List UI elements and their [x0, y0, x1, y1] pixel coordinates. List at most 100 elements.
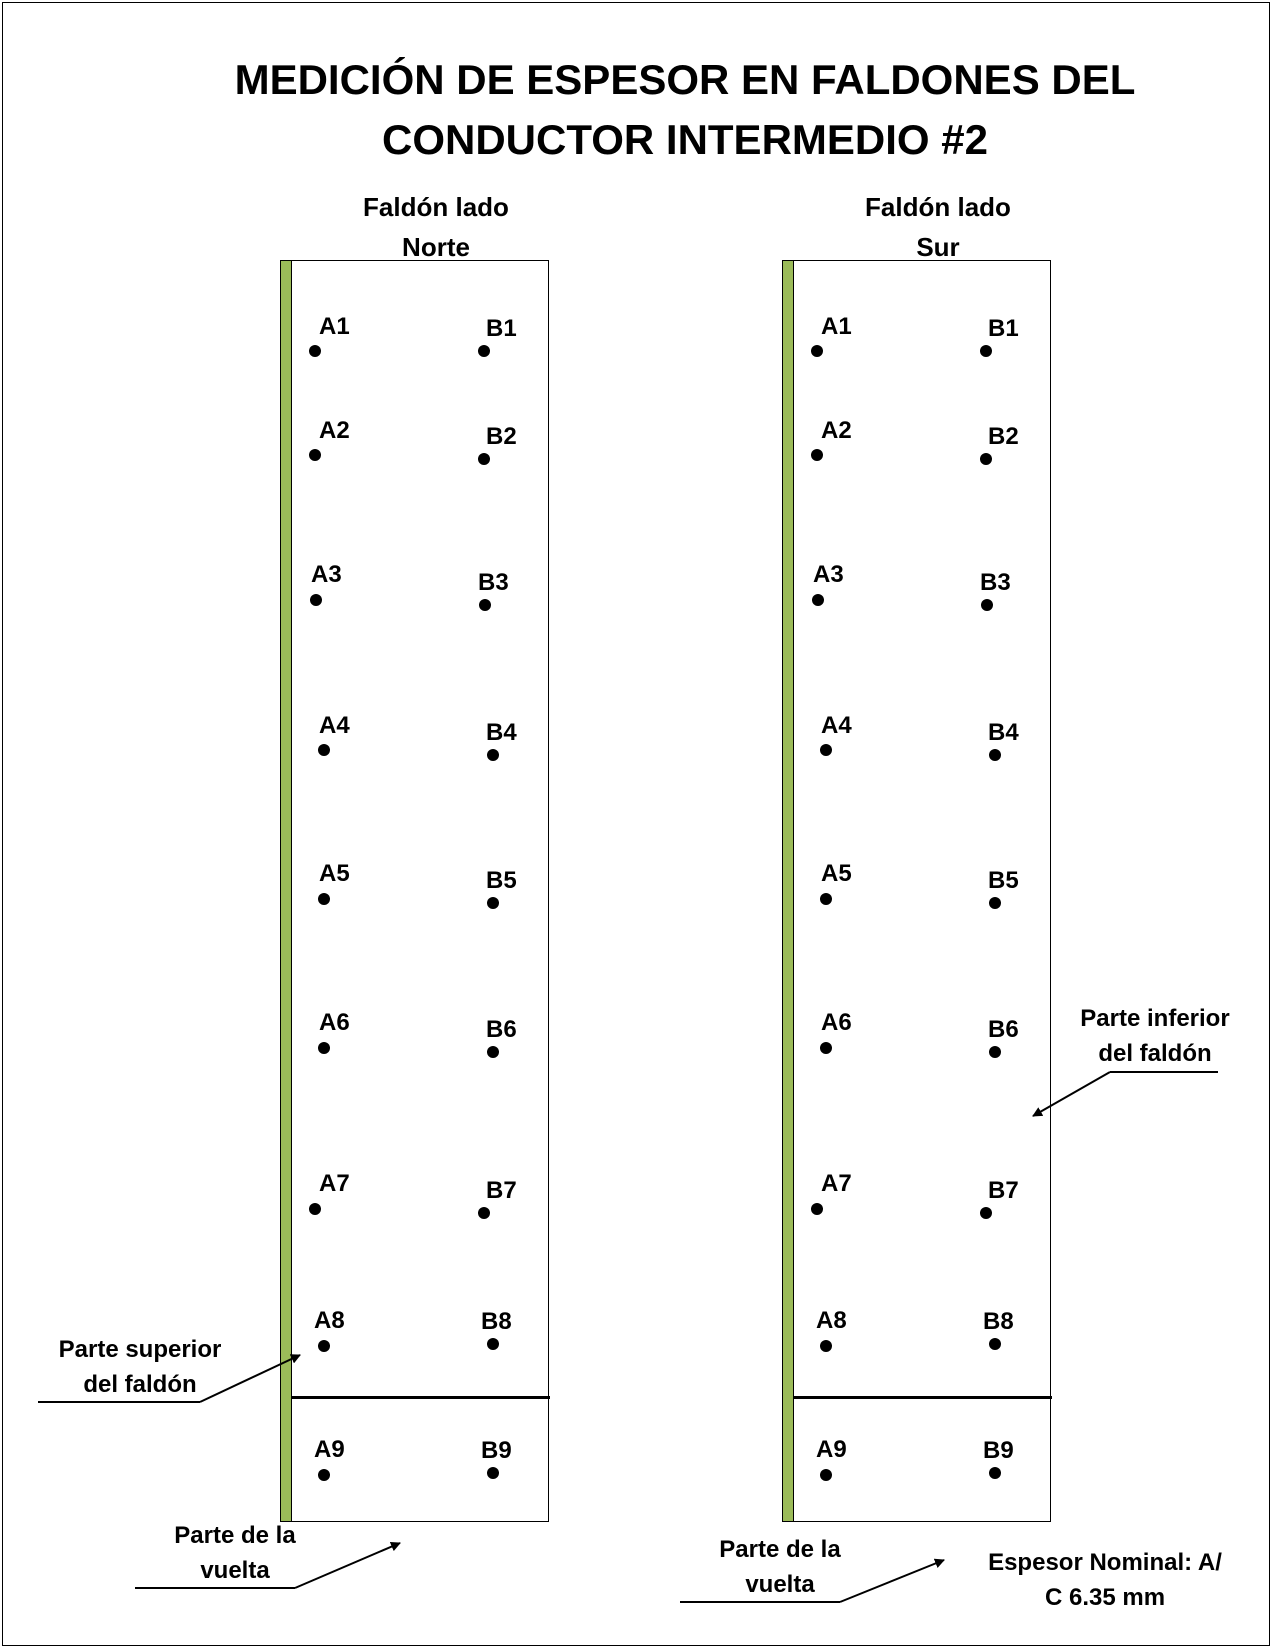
- south-point-label-b3: B3: [980, 569, 1011, 596]
- top-of-skirt-annotation: Parte superior del faldón: [40, 1332, 240, 1402]
- south-point-marker-a2: [811, 449, 823, 461]
- south-point-label-a4: A4: [821, 712, 852, 739]
- south-turn-annotation: Parte de la vuelta: [695, 1532, 865, 1602]
- south-point-marker-b9: [989, 1467, 1001, 1479]
- north-point-label-a2: A2: [319, 417, 350, 444]
- north-turn-annotation: Parte de la vuelta: [150, 1518, 320, 1588]
- south-point-marker-a6: [820, 1042, 832, 1054]
- south-point-label-b7: B7: [988, 1177, 1019, 1204]
- north-point-marker-b7: [478, 1207, 490, 1219]
- top-annotation-line-1: Parte superior: [58, 1336, 222, 1363]
- title-line-2: CONDUCTOR INTERMEDIO #2: [382, 116, 988, 163]
- north-skirt-heading: Faldón lado Norte: [286, 187, 586, 267]
- south-point-label-a6: A6: [821, 1009, 852, 1036]
- north-point-marker-b4: [487, 749, 499, 761]
- north-point-marker-b8: [487, 1338, 499, 1350]
- north-point-label-b7: B7: [486, 1177, 517, 1204]
- south-point-marker-b7: [980, 1207, 992, 1219]
- bottom-annotation-line-1: Parte inferior: [1080, 1005, 1230, 1032]
- north-heading-line-2: Norte: [402, 232, 470, 262]
- north-point-label-a1: A1: [319, 313, 350, 340]
- north-point-label-a5: A5: [319, 860, 350, 887]
- south-point-label-a3: A3: [813, 561, 844, 588]
- south-point-marker-b2: [980, 453, 992, 465]
- north-point-marker-a7: [309, 1203, 321, 1215]
- south-point-marker-a8: [820, 1340, 832, 1352]
- bottom-of-skirt-annotation: Parte inferior del faldón: [1070, 1001, 1240, 1071]
- north-edge-strip: [281, 261, 292, 1521]
- south-point-marker-a3: [812, 594, 824, 606]
- north-point-marker-a9: [318, 1469, 330, 1481]
- north-point-marker-b2: [478, 453, 490, 465]
- south-point-marker-b6: [989, 1046, 1001, 1058]
- south-edge-strip: [783, 261, 794, 1521]
- north-point-marker-b5: [487, 897, 499, 909]
- north-turn-divider: [291, 1396, 550, 1399]
- south-point-label-a8: A8: [816, 1307, 847, 1334]
- south-turn-line-2: vuelta: [745, 1571, 815, 1598]
- north-point-marker-a2: [309, 449, 321, 461]
- south-point-marker-a9: [820, 1469, 832, 1481]
- south-point-label-b9: B9: [983, 1437, 1014, 1464]
- north-point-marker-a4: [318, 744, 330, 756]
- north-point-label-a3: A3: [311, 561, 342, 588]
- south-skirt-heading: Faldón lado Sur: [788, 187, 1088, 267]
- north-heading-line-1: Faldón lado: [363, 192, 509, 222]
- north-point-marker-b3: [479, 599, 491, 611]
- north-point-marker-a1: [309, 345, 321, 357]
- north-point-label-b5: B5: [486, 867, 517, 894]
- north-point-label-a8: A8: [314, 1307, 345, 1334]
- north-point-marker-a6: [318, 1042, 330, 1054]
- south-turn-line-1: Parte de la: [719, 1536, 841, 1563]
- north-point-marker-b6: [487, 1046, 499, 1058]
- north-point-marker-a8: [318, 1340, 330, 1352]
- north-turn-line-1: Parte de la: [174, 1522, 296, 1549]
- south-point-label-b2: B2: [988, 423, 1019, 450]
- south-point-label-b5: B5: [988, 867, 1019, 894]
- south-point-marker-a4: [820, 744, 832, 756]
- south-turn-divider: [793, 1396, 1052, 1399]
- north-point-label-b6: B6: [486, 1016, 517, 1043]
- south-heading-line-2: Sur: [916, 232, 960, 262]
- north-point-label-b9: B9: [481, 1437, 512, 1464]
- south-point-label-b4: B4: [988, 719, 1019, 746]
- north-point-label-b1: B1: [486, 315, 517, 342]
- bottom-annotation-line-2: del faldón: [1098, 1040, 1212, 1067]
- south-point-label-b8: B8: [983, 1308, 1014, 1335]
- south-point-label-b1: B1: [988, 315, 1019, 342]
- north-point-label-a6: A6: [319, 1009, 350, 1036]
- south-point-label-a7: A7: [821, 1170, 852, 1197]
- nominal-line-2: C 6.35 mm: [1044, 1584, 1166, 1611]
- north-point-label-a7: A7: [319, 1170, 350, 1197]
- nominal-thickness-note: Espesor Nominal: A/ C 6.35 mm: [970, 1545, 1240, 1615]
- north-point-label-b2: B2: [486, 423, 517, 450]
- north-point-label-b3: B3: [478, 569, 509, 596]
- south-point-label-a9: A9: [816, 1436, 847, 1463]
- title-line-1: MEDICIÓN DE ESPESOR EN FALDONES DEL: [234, 56, 1136, 103]
- south-point-marker-b4: [989, 749, 1001, 761]
- south-point-marker-b8: [989, 1338, 1001, 1350]
- south-point-marker-b1: [980, 345, 992, 357]
- south-heading-line-1: Faldón lado: [865, 192, 1011, 222]
- south-point-marker-b5: [989, 897, 1001, 909]
- south-point-marker-a5: [820, 893, 832, 905]
- north-point-marker-a5: [318, 893, 330, 905]
- south-point-label-a1: A1: [821, 313, 852, 340]
- south-point-marker-b3: [981, 599, 993, 611]
- north-point-marker-b1: [478, 345, 490, 357]
- north-point-label-b4: B4: [486, 719, 517, 746]
- south-point-label-b6: B6: [988, 1016, 1019, 1043]
- south-point-marker-a1: [811, 345, 823, 357]
- south-point-marker-a7: [811, 1203, 823, 1215]
- north-point-label-a4: A4: [319, 712, 350, 739]
- north-point-label-b8: B8: [481, 1308, 512, 1335]
- nominal-line-1: Espesor Nominal: A/: [988, 1549, 1222, 1576]
- north-point-label-a9: A9: [314, 1436, 345, 1463]
- south-point-label-a2: A2: [821, 417, 852, 444]
- north-point-marker-a3: [310, 594, 322, 606]
- top-annotation-line-2: del faldón: [83, 1371, 197, 1398]
